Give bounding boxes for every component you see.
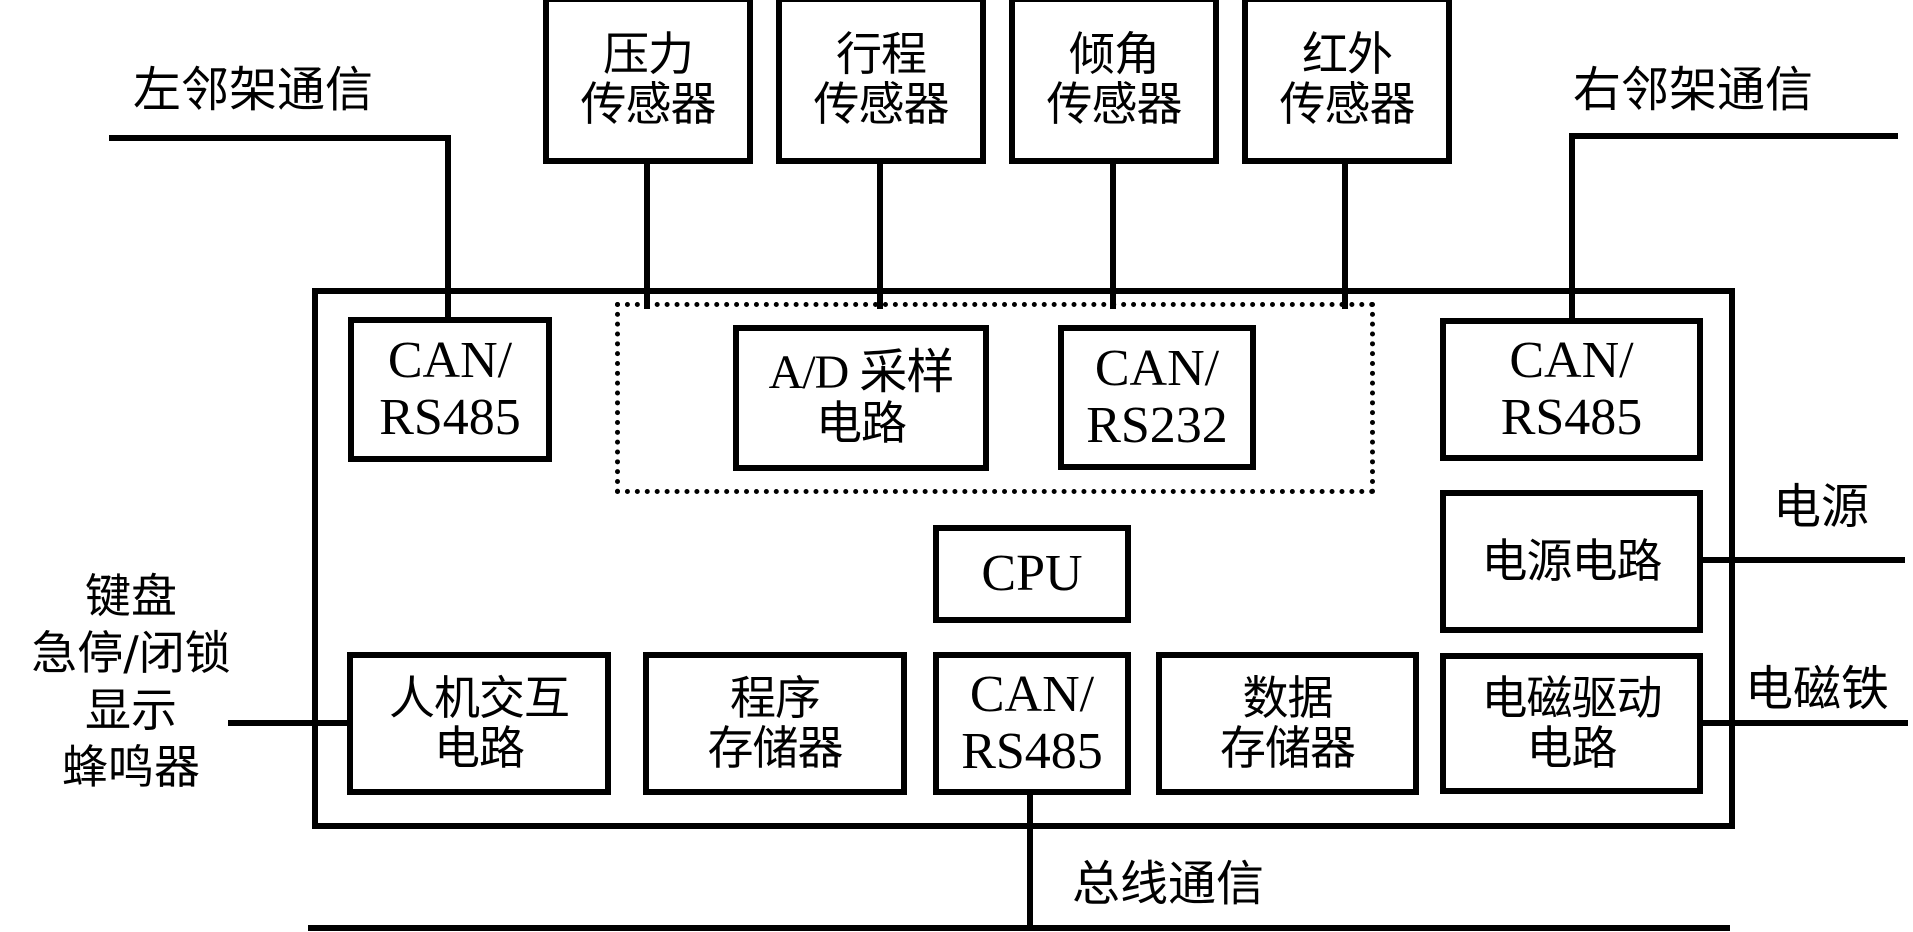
left-neighbor-line bbox=[109, 135, 451, 323]
can-rs232-label-1: CAN/ bbox=[1094, 340, 1220, 398]
cpu-label: CPU bbox=[981, 544, 1083, 602]
right-can-label-1: CAN/ bbox=[1509, 332, 1634, 390]
data-memory-label-2: 存储器 bbox=[1220, 720, 1356, 775]
stroke-sensor-box: 行程 传感器 bbox=[776, 0, 986, 164]
sensor-label-1b: 传感器 bbox=[580, 77, 717, 131]
program-memory-label-1: 程序 bbox=[730, 670, 821, 725]
right-neighbor-label: 右邻架通信 bbox=[1573, 62, 1814, 118]
ad-sampling-label-1: A/D 采样 bbox=[768, 346, 955, 400]
ad-sampling-label-2: 电路 bbox=[816, 396, 907, 451]
sensor-label-2a: 行程 bbox=[836, 27, 927, 82]
right-neighbor-line bbox=[1569, 133, 1898, 323]
display-label: 显示 bbox=[85, 683, 177, 737]
can-rs232-box: CAN/ RS232 bbox=[1058, 325, 1256, 470]
power-label: 电源 bbox=[1773, 479, 1870, 535]
hmi-circuit-label-1: 人机交互 bbox=[389, 670, 570, 725]
power-circuit-box: 电源电路 bbox=[1440, 490, 1703, 633]
estop-lock-label: 急停/闭锁 bbox=[31, 626, 231, 680]
sensor-label-1a: 压力 bbox=[603, 27, 694, 82]
em-drive-label-1: 电磁驱动 bbox=[1481, 670, 1663, 725]
left-can-rs485-box: CAN/ RS485 bbox=[348, 317, 552, 462]
em-drive-circuit-box: 电磁驱动 电路 bbox=[1440, 653, 1703, 794]
pressure-sensor-box: 压力 传感器 bbox=[543, 0, 753, 164]
data-memory-label-1: 数据 bbox=[1242, 670, 1334, 725]
sensor-label-2b: 传感器 bbox=[813, 77, 950, 131]
hmi-circuit-box: 人机交互 电路 bbox=[347, 652, 611, 795]
sensor-label-3a: 倾角 bbox=[1069, 27, 1160, 82]
right-can-label-2: RS485 bbox=[1500, 388, 1643, 446]
program-memory-box: 程序 存储器 bbox=[643, 652, 907, 795]
sensor-acquisition-group bbox=[615, 302, 1375, 494]
hmi-peripherals-label: 键盘 急停/闭锁 显示 蜂鸣器 bbox=[0, 568, 262, 796]
electromagnet-label: 电磁铁 bbox=[1745, 661, 1890, 717]
bus-can-label-1: CAN/ bbox=[969, 666, 1095, 724]
data-memory-box: 数据 存储器 bbox=[1156, 652, 1419, 795]
buzzer-label: 蜂鸣器 bbox=[62, 740, 200, 794]
left-neighbor-label: 左邻架通信 bbox=[133, 62, 374, 118]
program-memory-label-2: 存储器 bbox=[707, 720, 844, 775]
hmi-circuit-label-2: 电路 bbox=[434, 720, 525, 775]
sensor-label-4b: 传感器 bbox=[1279, 77, 1416, 131]
bus-can-label-2: RS485 bbox=[961, 722, 1103, 780]
ad-sampling-box: A/D 采样 电路 bbox=[733, 325, 989, 471]
can-rs232-label-2: RS232 bbox=[1086, 396, 1228, 454]
left-can-label-1: CAN/ bbox=[387, 332, 513, 390]
infrared-sensor-box: 红外 传感器 bbox=[1242, 0, 1452, 164]
keyboard-label: 键盘 bbox=[85, 569, 177, 623]
tilt-sensor-box: 倾角 传感器 bbox=[1009, 0, 1219, 164]
bus-can-rs485-box: CAN/ RS485 bbox=[933, 652, 1131, 795]
em-drive-label-2: 电路 bbox=[1526, 720, 1618, 775]
sensor-label-3b: 传感器 bbox=[1046, 77, 1183, 131]
power-circuit-label: 电源电路 bbox=[1481, 533, 1663, 588]
cpu-box: CPU bbox=[933, 525, 1131, 623]
sensor-label-4a: 红外 bbox=[1302, 27, 1393, 82]
right-can-rs485-box: CAN/ RS485 bbox=[1440, 318, 1703, 461]
left-can-label-2: RS485 bbox=[379, 388, 521, 446]
bus-label: 总线通信 bbox=[1072, 856, 1265, 912]
